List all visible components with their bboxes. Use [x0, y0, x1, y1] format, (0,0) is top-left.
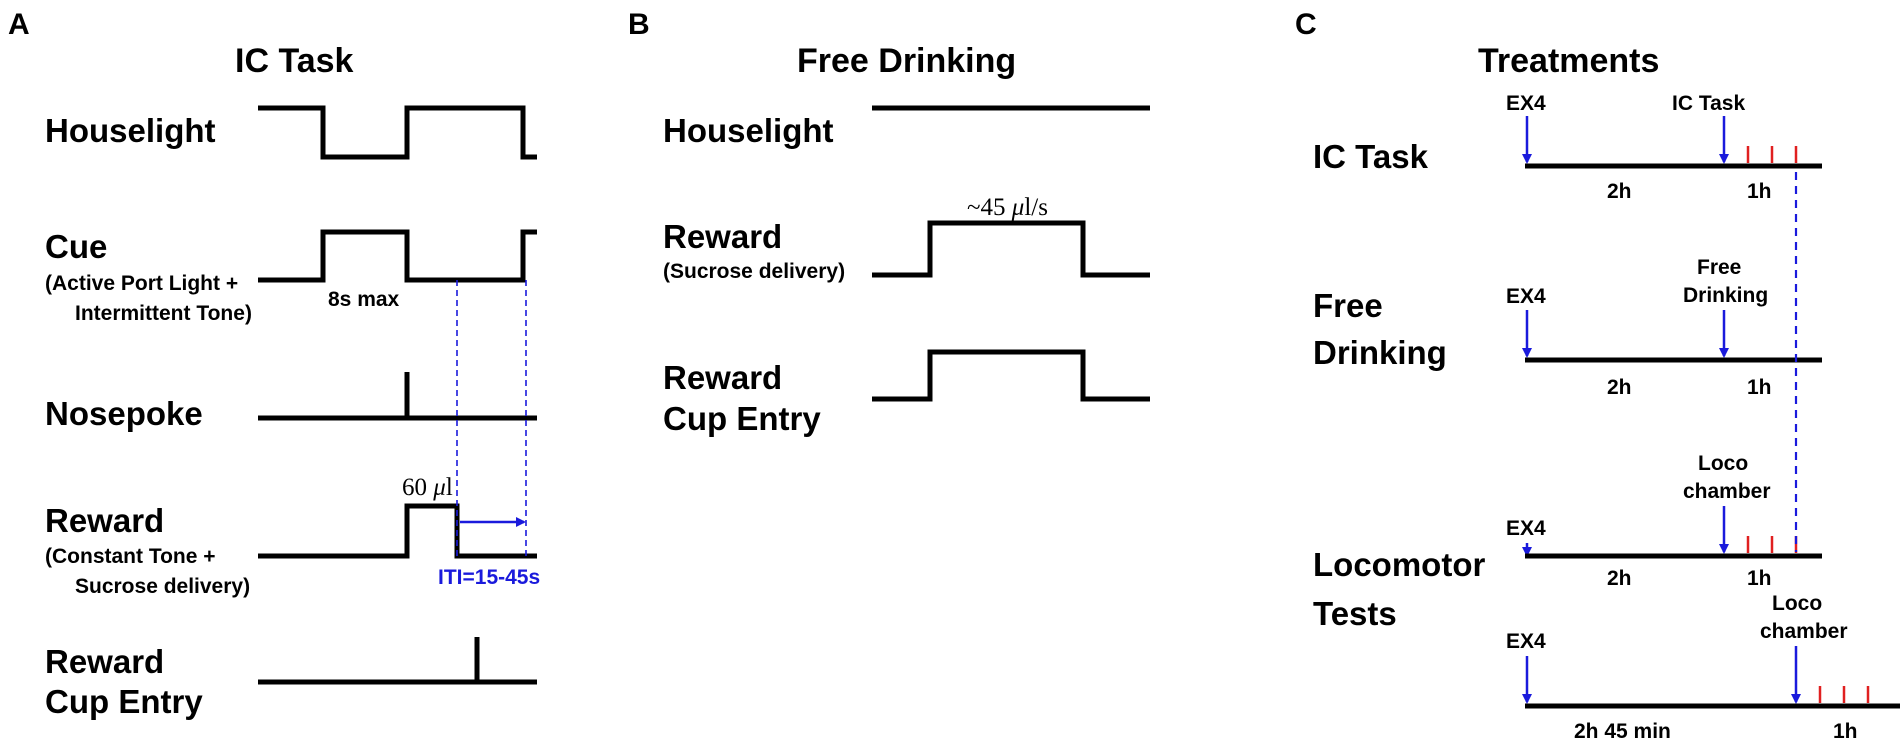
c4-dur-1h: 1h [1833, 720, 1858, 743]
c2-ex4: EX4 [1506, 285, 1546, 308]
label-reward-sub-1: (Constant Tone + [45, 545, 216, 568]
nosepoke-trace [258, 372, 537, 421]
c2-dur-2h: 2h [1607, 376, 1632, 399]
label-cue: Cue [45, 228, 107, 265]
cue-trace [258, 229, 537, 283]
c4-loco-event-2: chamber [1760, 620, 1848, 643]
cup-entry-trace [258, 637, 537, 685]
cue-max-note: 8s max [328, 288, 400, 311]
panel-b: B Free Drinking Houselight Reward (Sucro… [628, 8, 1150, 437]
reward-trace [258, 503, 537, 559]
houselight-trace [258, 105, 537, 160]
c2-free-event-2: Drinking [1683, 284, 1768, 307]
panel-c: C Treatments IC Task EX4 IC Task 2h 1h F… [1295, 8, 1900, 743]
c1-dur-2h: 2h [1607, 180, 1632, 203]
c3-ex4: EX4 [1506, 517, 1546, 540]
c3-loco-event-1: Loco [1698, 452, 1748, 475]
iti-note: ITI=15-45s [438, 566, 540, 589]
label-houselight: Houselight [45, 112, 216, 149]
c1-ex4: EX4 [1506, 92, 1546, 115]
c3-dur-1h: 1h [1747, 567, 1772, 590]
c2-dur-1h: 1h [1747, 376, 1772, 399]
c4-ex4: EX4 [1506, 630, 1546, 653]
panel-b-title: Free Drinking [797, 42, 1016, 80]
label-b-cup-2: Cup Entry [663, 400, 821, 437]
label-nosepoke: Nosepoke [45, 395, 203, 432]
b-rate-note: ~45 μl/s [967, 194, 1048, 221]
c-label-loco-2: Tests [1313, 595, 1397, 632]
c1-ic-event: IC Task [1672, 92, 1745, 115]
label-cup-2: Cup Entry [45, 683, 203, 720]
c1-dur-1h: 1h [1747, 180, 1772, 203]
panel-c-letter: C [1295, 8, 1317, 41]
label-reward-sub-2: Sucrose delivery) [75, 575, 250, 598]
c-label-ic-task: IC Task [1313, 138, 1429, 175]
label-b-cup-1: Reward [663, 359, 782, 396]
panel-a-letter: A [8, 8, 30, 41]
label-b-houselight: Houselight [663, 112, 834, 149]
c3-dur-2h: 2h [1607, 567, 1632, 590]
panel-a: A IC Task Houselight Cue (Active Port Li… [8, 8, 540, 720]
label-cue-sub-1: (Active Port Light + [45, 272, 238, 295]
label-cup-1: Reward [45, 643, 164, 680]
label-b-reward-sub: (Sucrose delivery) [663, 260, 845, 283]
label-cue-sub-2: Intermittent Tone) [75, 302, 252, 325]
c3-loco-event-2: chamber [1683, 480, 1771, 503]
label-reward: Reward [45, 502, 164, 539]
reward-volume-note: 60 μl [402, 474, 453, 501]
panel-c-title: Treatments [1478, 42, 1659, 80]
c4-loco-event-1: Loco [1772, 592, 1822, 615]
c-label-free-1: Free [1313, 287, 1383, 324]
c-label-loco-1: Locomotor [1313, 546, 1485, 583]
c-label-free-2: Drinking [1313, 334, 1447, 371]
c2-free-event-1: Free [1697, 256, 1741, 279]
panel-b-letter: B [628, 8, 650, 41]
panel-a-title: IC Task [235, 42, 354, 80]
b-reward-trace [872, 220, 1150, 278]
label-b-reward: Reward [663, 218, 782, 255]
c4-dur-2h45: 2h 45 min [1574, 720, 1671, 743]
b-cup-entry-trace [872, 349, 1150, 402]
